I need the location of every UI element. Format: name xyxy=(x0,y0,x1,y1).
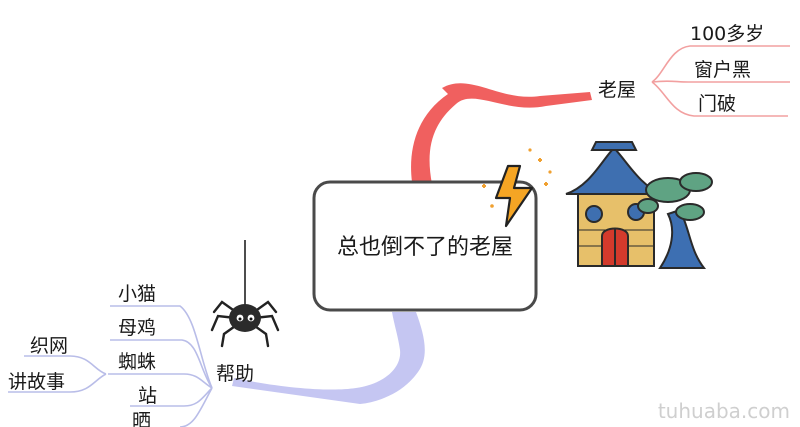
lightning-icon xyxy=(482,148,552,228)
leaf-label-spider-2[interactable]: 讲故事 xyxy=(8,371,65,393)
leaf-label-spider-1[interactable]: 织网 xyxy=(30,335,68,357)
branch-bottom-connector xyxy=(232,312,425,404)
branch-label-help[interactable]: 帮助 xyxy=(216,363,254,385)
center-node-label: 总也倒不了的老屋 xyxy=(337,235,513,260)
leaf-label-help-2[interactable]: 母鸡 xyxy=(118,317,156,339)
center-node[interactable] xyxy=(312,180,538,312)
top-leaf-lines xyxy=(651,45,790,117)
branch-top-connector xyxy=(411,83,592,184)
spider-icon xyxy=(210,240,280,348)
leaf-label-help-5[interactable]: 晒 xyxy=(132,410,151,427)
branch-label-old-house[interactable]: 老屋 xyxy=(598,79,636,101)
house-icon xyxy=(565,141,663,267)
leaf-label-help-1[interactable]: 小猫 xyxy=(118,283,156,305)
tree-icon xyxy=(637,172,713,269)
leaf-label-help-3[interactable]: 蜘蛛 xyxy=(118,351,156,373)
watermark: tuhuaba.com xyxy=(658,399,790,423)
leaf-label-top-2[interactable]: 窗户黑 xyxy=(694,59,751,81)
leaf-label-help-4[interactable]: 站 xyxy=(138,385,157,407)
helper-leaf-lines xyxy=(8,305,213,427)
leaf-label-top-1[interactable]: 100多岁 xyxy=(690,23,764,45)
leaf-label-top-3[interactable]: 门破 xyxy=(698,93,736,115)
